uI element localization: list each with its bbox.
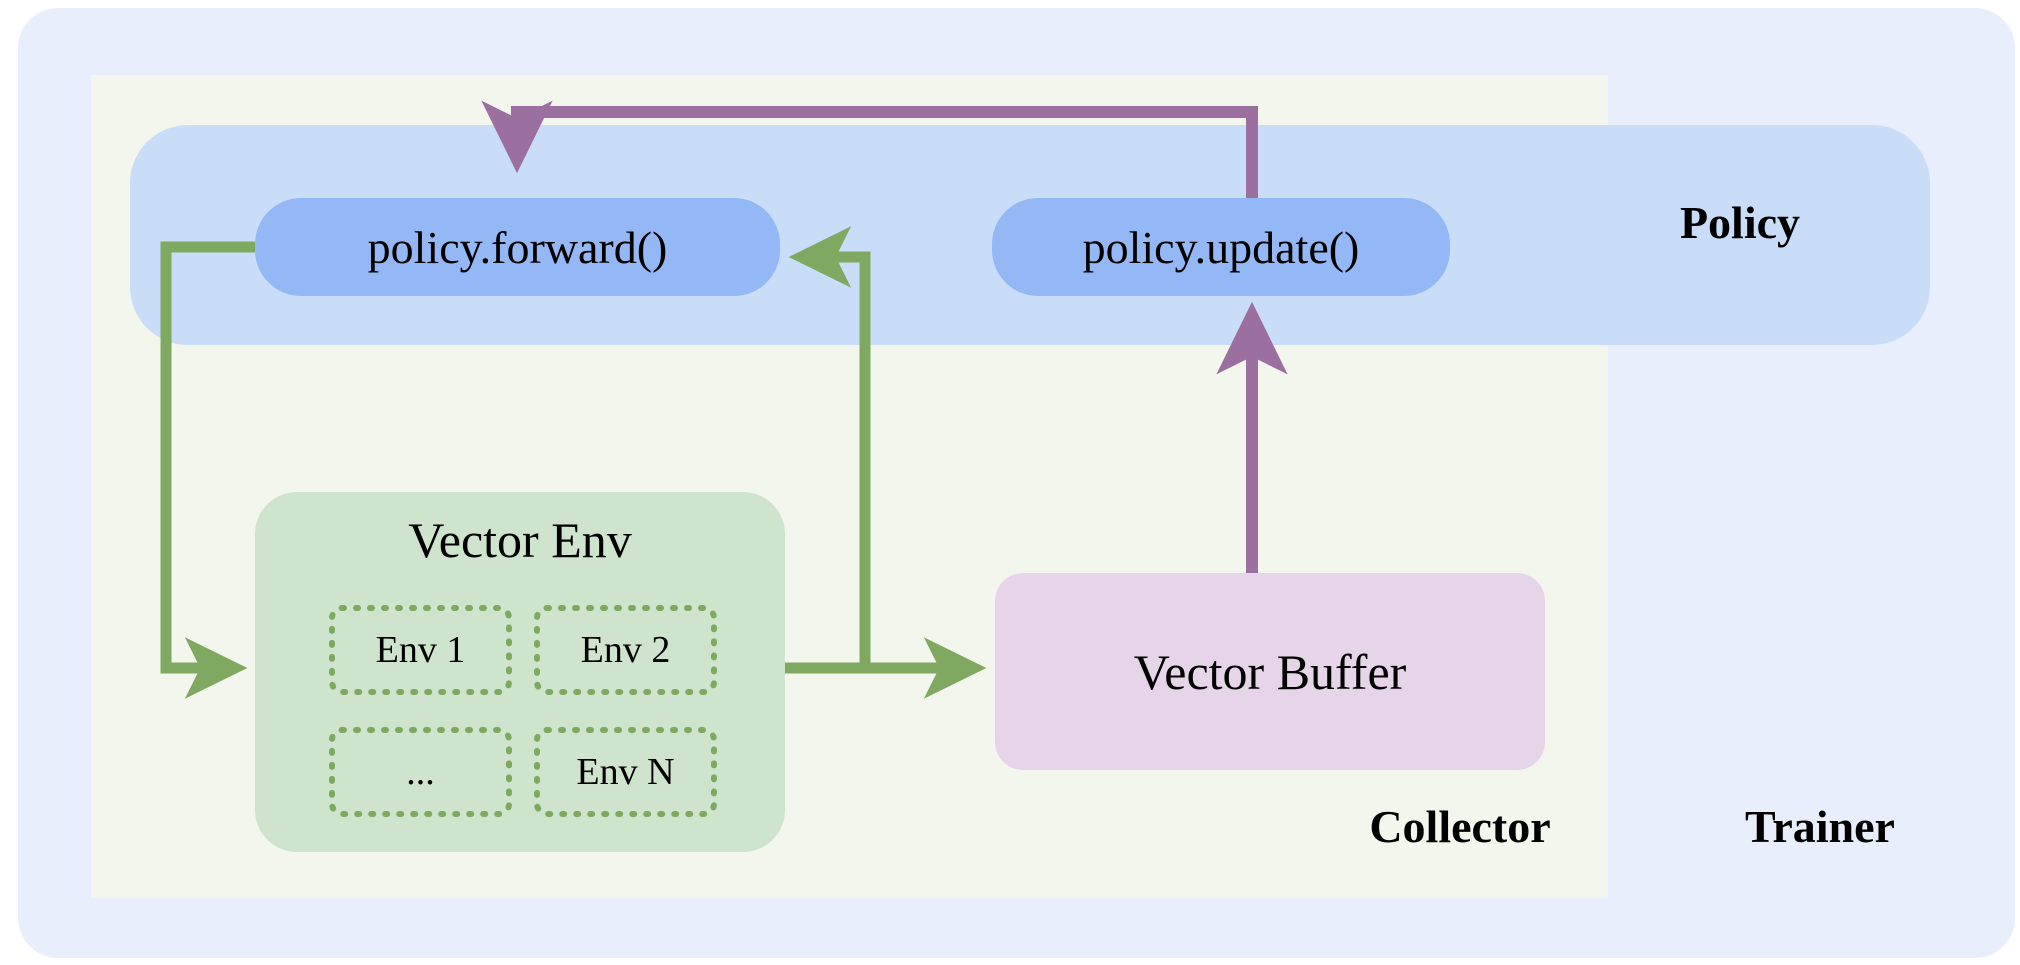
node-vector-buffer[interactable] xyxy=(995,573,1545,770)
edge-update-to-forward xyxy=(481,100,1258,198)
node-policy-update[interactable] xyxy=(992,198,1450,296)
edge-forward-to-env xyxy=(160,241,255,699)
edge-env-to-forward xyxy=(788,226,871,668)
node-vector-env[interactable] xyxy=(255,492,785,852)
node-policy-forward[interactable] xyxy=(255,198,780,296)
